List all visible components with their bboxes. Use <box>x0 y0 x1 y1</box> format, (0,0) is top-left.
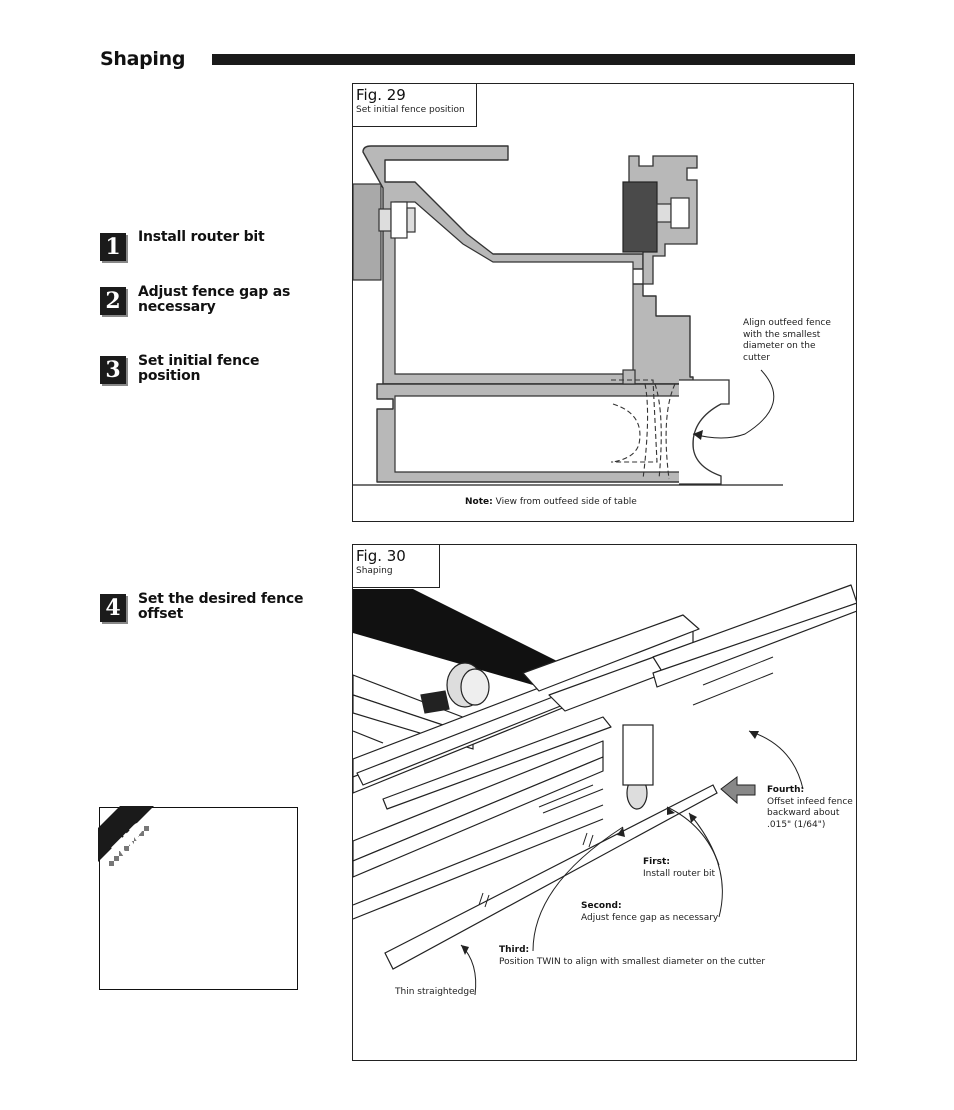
first-text: Install router bit <box>643 868 716 879</box>
step-text-2: Adjust fence gap as necessary <box>138 284 291 315</box>
fig29-note-text: View from outfeed side of table <box>495 497 637 507</box>
fig30-callout-fourth: Fourth: Offset infeed fence backward abo… <box>767 785 857 831</box>
fig30-title: Fig. 30 <box>356 547 406 565</box>
second-text: Adjust fence gap as necessary <box>581 912 719 923</box>
figure-29: Fig. 29 Set initial fence position Align… <box>352 83 854 522</box>
step-number-4: 4 <box>100 594 126 622</box>
fig29-label-box: Fig. 29 Set initial fence position <box>353 84 477 127</box>
fig29-note: Note: View from outfeed side of table <box>465 497 637 509</box>
fig30-callout-third: Third: Position TWIN to align with small… <box>499 945 799 968</box>
fig30-callout-straightedge: Thin straightedge <box>395 987 475 997</box>
fig29-subtitle: Set initial fence position <box>356 105 465 115</box>
figure-30: Fig. 30 Shaping Fourth: Offset infeed fe… <box>352 544 857 1061</box>
step-number-1: 1 <box>100 233 126 261</box>
fig29-note-label: Note: <box>465 497 493 507</box>
step-number-3: 3 <box>100 356 126 384</box>
third-label: Third: <box>499 945 530 955</box>
fig30-subtitle: Shaping <box>356 566 393 576</box>
second-label: Second: <box>581 901 622 911</box>
fig29-title: Fig. 29 <box>356 86 406 104</box>
step-number-2: 2 <box>100 287 126 315</box>
step-text-3: Set initial fence position <box>138 353 260 384</box>
fig30-callout-second: Second: Adjust fence gap as necessary <box>581 901 741 924</box>
fence-profile-diagram <box>353 145 783 486</box>
tip-badge-icon: TIP <box>98 806 154 866</box>
tip-box: TIP <box>98 806 298 990</box>
fourth-label: Fourth: <box>767 785 805 795</box>
first-label: First: <box>643 857 670 867</box>
third-text: Position TWIN to align with smallest dia… <box>499 956 766 967</box>
fourth-text: Offset infeed fence backward about .015"… <box>767 796 853 830</box>
fig30-callout-first: First: Install router bit <box>643 857 733 880</box>
fig29-callout: Align outfeed fence with the smallest di… <box>743 318 831 363</box>
fig30-label-box: Fig. 30 Shaping <box>353 545 440 588</box>
fence-shaping-diagram <box>353 584 856 996</box>
section-title: Shaping <box>100 48 186 70</box>
step-text-4: Set the desired fence offset <box>138 591 304 622</box>
step-text-1: Install router bit <box>138 229 265 245</box>
title-rule <box>212 54 855 65</box>
